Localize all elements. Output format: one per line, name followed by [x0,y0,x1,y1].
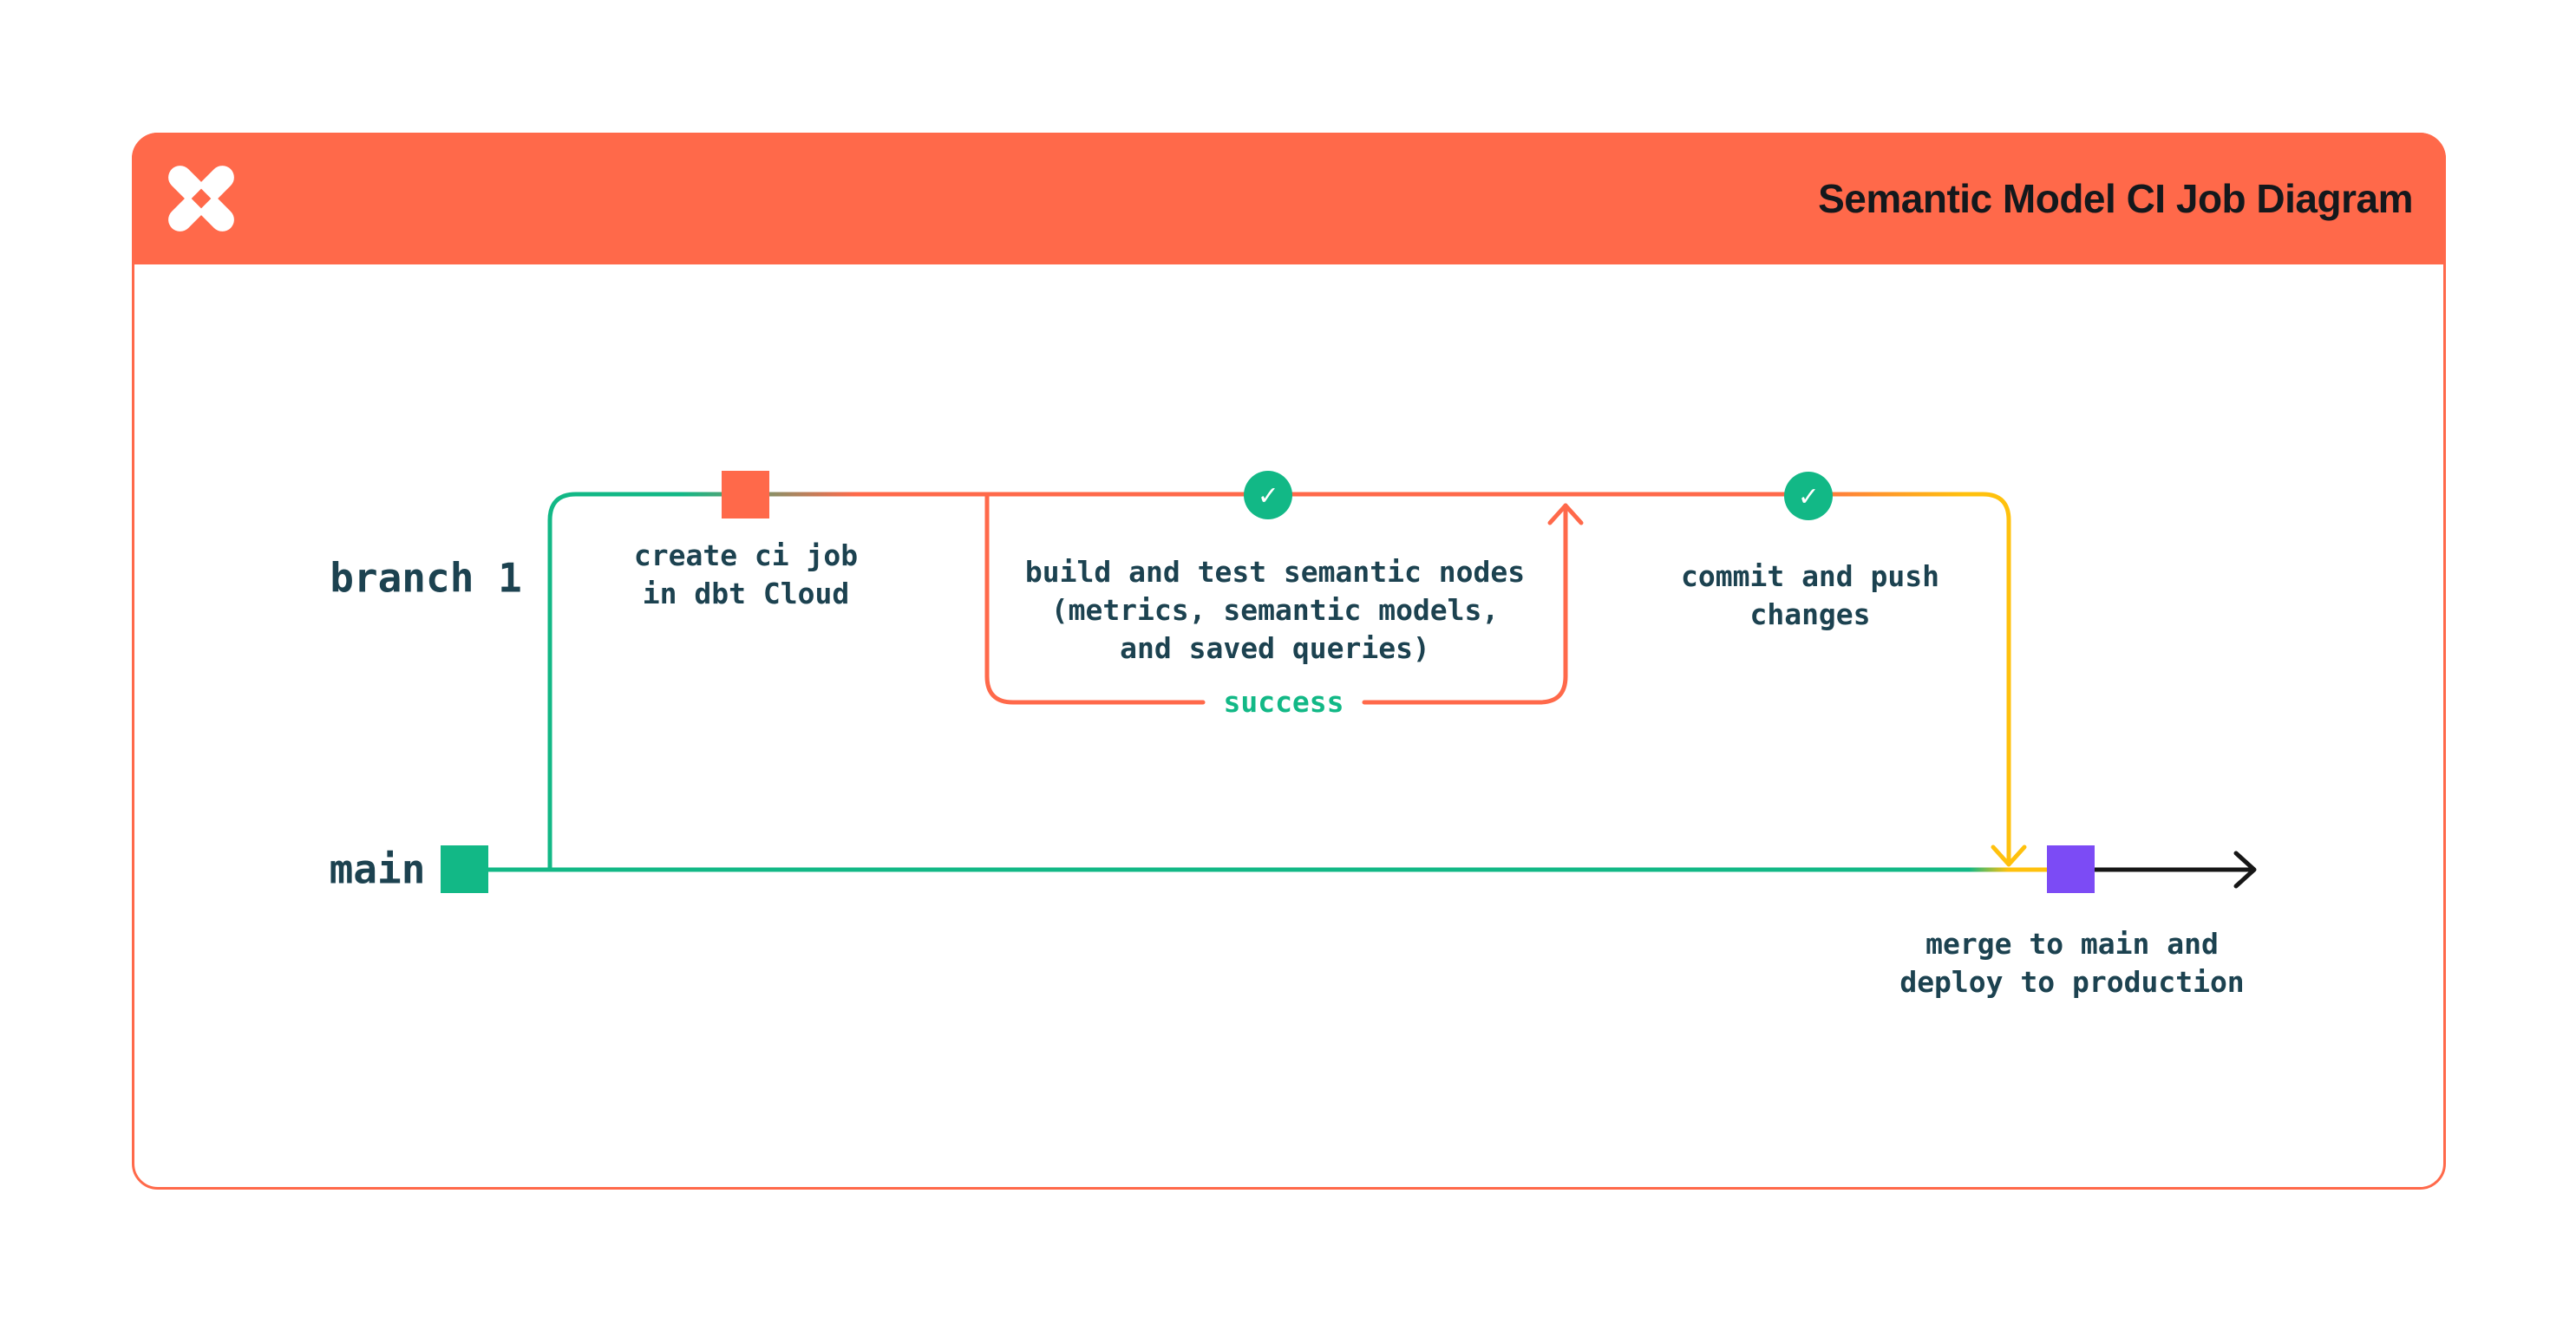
check-icon: ✓ [1799,479,1818,513]
merge-arrowhead-icon [1991,845,2027,867]
main-label: main [329,845,426,893]
step-commit-push-label: commit and push changes [1680,559,1940,631]
page-title: Semantic Model CI Job Diagram [1818,176,2413,221]
step-merge-deploy-label: merge to main and deploy to production [1899,927,2245,999]
commit-node-merge [2047,845,2095,893]
ci-loop-left [984,492,1206,705]
commit-node-main-start [441,845,488,893]
ci-loop-right [1362,503,1568,705]
card-header: Semantic Model CI Job Diagram [132,133,2446,264]
git-flow-diagram: ✓ ✓ branch 1 main create ci job in dbt C… [132,133,2446,1190]
step-create-ci-label: create ci job in dbt Cloud [633,538,859,610]
step-build-test-label: build and test semantic nodes (metrics, … [1024,555,1526,665]
commit-node-create-ci [722,471,769,519]
check-icon: ✓ [1259,478,1278,512]
diagram-card: Semantic Model CI Job Diagram [132,133,2446,1190]
branch1-label: branch 1 [330,554,522,602]
deploy-arrowhead-icon [2233,851,2257,889]
success-arrowhead-icon [1547,503,1584,525]
success-label: success [1223,685,1344,719]
check-circle-icon: ✓ [1244,471,1292,519]
check-circle-icon: ✓ [1784,472,1833,520]
